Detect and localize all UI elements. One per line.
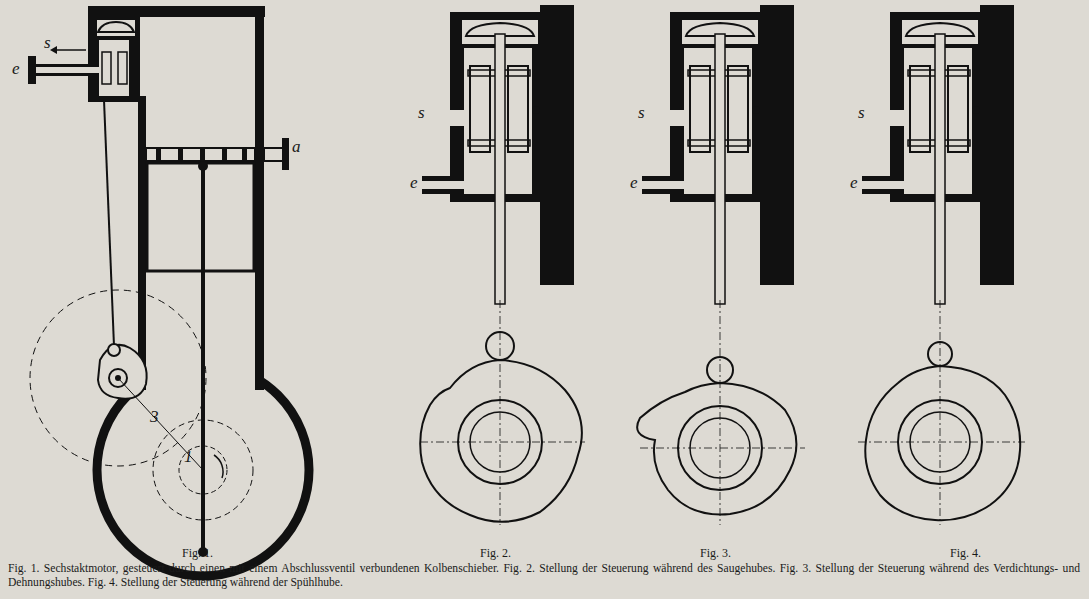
callout-number: 1 [184, 448, 193, 465]
arrow-head [50, 46, 57, 54]
center-line [940, 300, 941, 525]
figure-label: Fig. 1. [182, 547, 213, 559]
part-label: e [12, 60, 20, 77]
center-line [118, 378, 203, 470]
cam [98, 345, 147, 399]
part-label: a [292, 138, 301, 155]
pin [198, 161, 208, 171]
slide-piston [102, 52, 111, 84]
pipe-e-bore [36, 67, 100, 73]
valve-rod [104, 100, 114, 346]
figure-caption: Fig. 1. Sechstaktmotor, gesteuert durch … [8, 562, 1080, 590]
flow-arrow [52, 49, 86, 51]
fig-1 [28, 6, 309, 576]
slide-piston [118, 52, 127, 84]
valve-housing [88, 6, 140, 102]
port-bar [156, 148, 161, 161]
valve-disc [98, 22, 134, 32]
exhaust-channel [264, 148, 284, 161]
cam [420, 360, 582, 522]
center-line [500, 300, 501, 525]
exhaust-flange [282, 138, 289, 170]
cam [865, 366, 1020, 520]
port-bar [200, 148, 205, 161]
part-label: s [858, 104, 865, 121]
cylinder-wall [255, 300, 264, 390]
figure-label: Fig. 2. [480, 547, 511, 559]
part-label: s [44, 34, 51, 51]
figure-label: Fig. 4. [950, 547, 981, 559]
part-label: e [850, 174, 858, 191]
rotation-arrow [214, 455, 223, 478]
figure-label: Fig. 3. [700, 547, 731, 559]
part-label: e [630, 174, 638, 191]
part-label: s [638, 104, 645, 121]
center-line [640, 448, 805, 449]
center-line [858, 442, 1025, 443]
port-bar [242, 148, 247, 161]
part-label: e [410, 174, 418, 191]
center-line [720, 300, 721, 525]
slide-chamber [99, 40, 129, 96]
port-bar [222, 148, 227, 161]
part-label: s [418, 104, 425, 121]
callout-number: 3 [150, 408, 159, 425]
piston [147, 163, 254, 271]
valve-seat-space [97, 20, 135, 36]
port-ring [146, 148, 255, 161]
cam [637, 383, 796, 515]
center-line [420, 442, 585, 443]
roller [108, 344, 120, 356]
port-bar [178, 148, 183, 161]
